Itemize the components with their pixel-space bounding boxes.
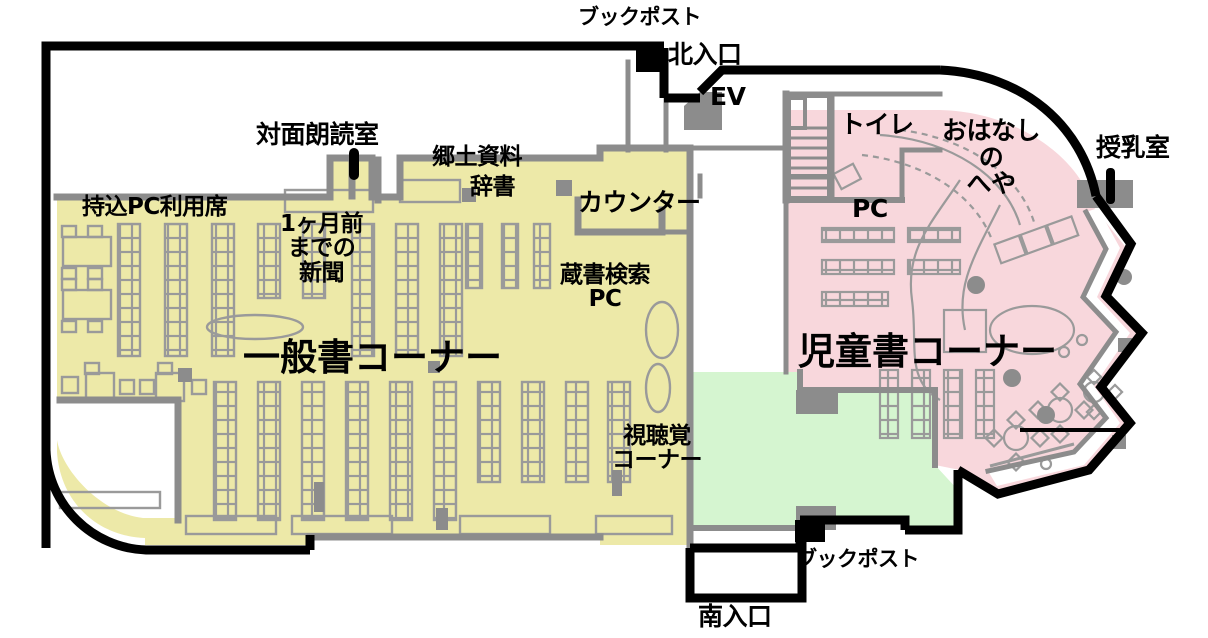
label-general-corner: 一般書コーナー <box>243 336 502 379</box>
label-north-entrance: 北入口 <box>668 40 742 69</box>
label-children-pc: PC <box>852 194 888 223</box>
label-book-post-south: ブックポスト <box>796 547 920 571</box>
nursing-room-marker <box>1106 168 1115 204</box>
label-book-post-north: ブックポスト <box>578 5 702 29</box>
label-newspaper: 1ヶ月前 までの 新聞 <box>280 211 364 286</box>
label-nursing-room: 授乳室 <box>1096 133 1170 162</box>
general-area-fixtures <box>58 178 680 536</box>
inner-walls <box>53 59 1120 549</box>
label-av-corner: 視聴覚 コーナー <box>612 423 703 474</box>
reading-room-marker <box>349 148 359 180</box>
book-post-north-marker <box>636 46 664 72</box>
label-catalog-pc: 蔵書検索 PC <box>560 262 651 313</box>
label-toilet: トイレ <box>840 110 914 139</box>
label-byo-pc-seats: 持込PC利用席 <box>82 194 228 220</box>
label-local-materials: 郷土資料 <box>432 144 523 170</box>
label-dictionaries: 辞書 <box>470 174 516 200</box>
label-story-room: おはなし の へや <box>942 116 1041 198</box>
book-post-south-marker <box>795 520 825 542</box>
staircase <box>787 94 831 200</box>
general-area-solid-marks <box>178 180 622 530</box>
outer-walls <box>41 41 1148 603</box>
label-elevator: EV <box>710 82 746 111</box>
zone-white-notch <box>57 402 178 518</box>
staircase-second <box>783 96 807 130</box>
label-counter: カウンター <box>578 188 701 217</box>
children-area-fixtures <box>820 128 1124 473</box>
label-south-entrance: 南入口 <box>698 602 772 631</box>
label-children-corner: 児童書コーナー <box>798 330 1057 373</box>
label-reading-room: 対面朗読室 <box>256 120 379 149</box>
door-markers <box>349 46 1115 542</box>
